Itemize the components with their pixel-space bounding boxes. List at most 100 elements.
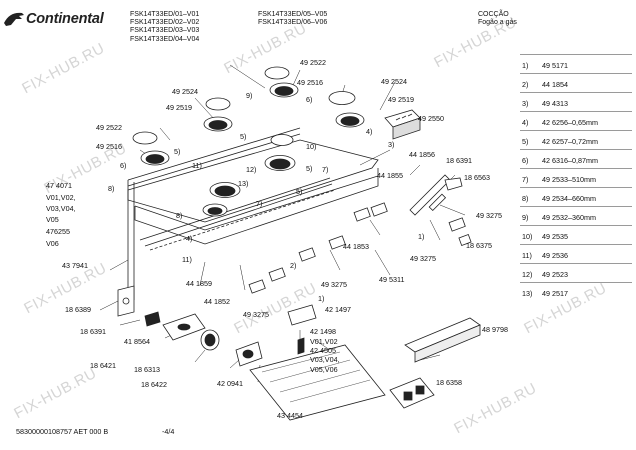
burner-cap: [208, 120, 228, 130]
part-number: 49 2522: [300, 58, 326, 67]
gas-manifold: [127, 127, 301, 187]
part-number: 18 6421: [90, 361, 116, 370]
part-number: 18 6563: [464, 173, 490, 182]
callout: 7): [322, 165, 329, 174]
legend-row: 9)49 2532–360mm: [520, 206, 632, 226]
burner-cap: [269, 158, 291, 170]
part-number: 44 1859: [186, 279, 212, 288]
part-number: 49 2522: [96, 123, 122, 132]
burner-ring: [264, 66, 290, 80]
variant-note: V03,V04,: [310, 355, 340, 364]
model-code: FSK14T33ED/05–V05: [258, 11, 328, 18]
part-number: 49 2550: [418, 114, 444, 123]
callout: 5): [296, 187, 303, 196]
variant-note: V06: [46, 239, 59, 248]
legend-row: 12)49 2523: [520, 263, 632, 283]
panel-strip: [404, 317, 481, 363]
callout: 5): [240, 132, 247, 141]
parts-legend: 1)49 5171 2)44 1854 3)49 4313 4)42 6256–…: [520, 54, 632, 298]
variant-note: V05,V06: [310, 365, 338, 374]
burner-ring: [328, 91, 356, 105]
burner-ring: [270, 134, 294, 146]
callout: 1): [318, 294, 325, 303]
variant-note: V01,V02: [310, 337, 338, 346]
part-number: 49 3275: [410, 254, 436, 263]
part-number: 42 4505: [310, 346, 336, 355]
part-number: 49 5311: [379, 275, 405, 284]
part-number: 18 6391: [80, 327, 106, 336]
burner-cap: [214, 185, 236, 197]
part-number: 49 2524: [381, 77, 407, 86]
model-code: FSK14T33ED/03–V03: [130, 27, 200, 35]
side-bracket: [117, 285, 161, 327]
section-subcategory: Fogão a gás: [478, 19, 517, 27]
legend-row: 11)49 2536: [520, 244, 632, 264]
hob-plate: [127, 139, 379, 223]
model-code: FSK14T33ED/01–V01: [130, 11, 200, 18]
part-number: 18 6391: [446, 156, 472, 165]
part-number: 41 8564: [124, 337, 150, 346]
legend-row: 5)42 6257–0,72mm: [520, 130, 632, 150]
callout: 13): [238, 179, 249, 188]
part-number: 18 6358: [436, 378, 462, 387]
legend-row: 4)42 6256–0,65mm: [520, 111, 632, 131]
page-number: -4/4: [162, 427, 175, 436]
part-number: 44 1856: [409, 150, 435, 159]
ignition-module: [384, 109, 421, 140]
callout: 12): [246, 165, 257, 174]
section-category: COCÇÃO: [478, 11, 509, 18]
part-number: 18 6422: [141, 380, 167, 389]
part-number: 42 1498: [310, 327, 336, 336]
burner-ring: [132, 131, 158, 145]
part-number: 49 3275: [321, 280, 347, 289]
legend-row: 7)49 2533–510mm: [520, 168, 632, 188]
callout: 4): [366, 127, 373, 136]
legend-row: 13)49 2517: [520, 282, 632, 302]
part-number: 43 7941: [62, 261, 88, 270]
part-number: 49 2516: [297, 78, 323, 87]
callout: 3): [388, 140, 395, 149]
part-number: 18 6375: [466, 241, 492, 250]
part-number: 42 0941: [217, 379, 243, 388]
part-number: 18 6389: [65, 305, 91, 314]
model-list-2: FSK14T33ED/05–V05 FSK14T33ED/06–V06: [258, 11, 327, 27]
part-number: 44 1853: [343, 242, 369, 251]
callout: 9): [246, 91, 253, 100]
callout: 11): [182, 255, 192, 264]
model-list-1: FSK14T33ED/01–V01 FSK14T33ED/02–V02 FSK1…: [130, 11, 199, 44]
variant-note: V01,V02,: [46, 193, 76, 202]
part-number: 42 1497: [325, 305, 351, 314]
part-number: 44 1852: [204, 297, 230, 306]
burner-cap: [340, 116, 360, 126]
callout: 11): [192, 161, 202, 170]
legend-row: 1)49 5171: [520, 54, 632, 74]
part-number: 18 6313: [134, 365, 160, 374]
callout: 5): [174, 147, 181, 156]
hob-frame: [134, 168, 379, 231]
ignition-switch: [389, 377, 435, 409]
legend-row: 3)49 4313: [520, 92, 632, 112]
callout: 10): [306, 142, 317, 151]
model-code: FSK14T33ED/02–V02: [130, 19, 200, 27]
part-number: 49 3275: [476, 211, 502, 220]
brand-logo: Continental: [2, 9, 112, 31]
legend-row: 2)44 1854: [520, 73, 632, 93]
part-number: 49 2524: [172, 87, 198, 96]
rod-part: [409, 174, 463, 216]
burner-ring: [205, 97, 231, 111]
part-number: 44 1855: [377, 171, 403, 180]
gas-valves: [248, 193, 472, 294]
part-number: 49 3275: [243, 310, 269, 319]
callout: 8): [108, 184, 115, 193]
legend-row: 8)49 2534–660mm: [520, 187, 632, 207]
burner-cap: [207, 207, 223, 215]
variant-note: V03,V04,: [46, 204, 76, 213]
clip-part: [287, 304, 317, 355]
variant-note: V05: [46, 215, 59, 224]
callout: 8): [176, 211, 183, 220]
callout: 6): [306, 95, 313, 104]
bottom-tray: [235, 341, 386, 421]
document-id: 58300000108757 AET 000 B: [16, 427, 109, 436]
callout: 6): [120, 161, 127, 170]
